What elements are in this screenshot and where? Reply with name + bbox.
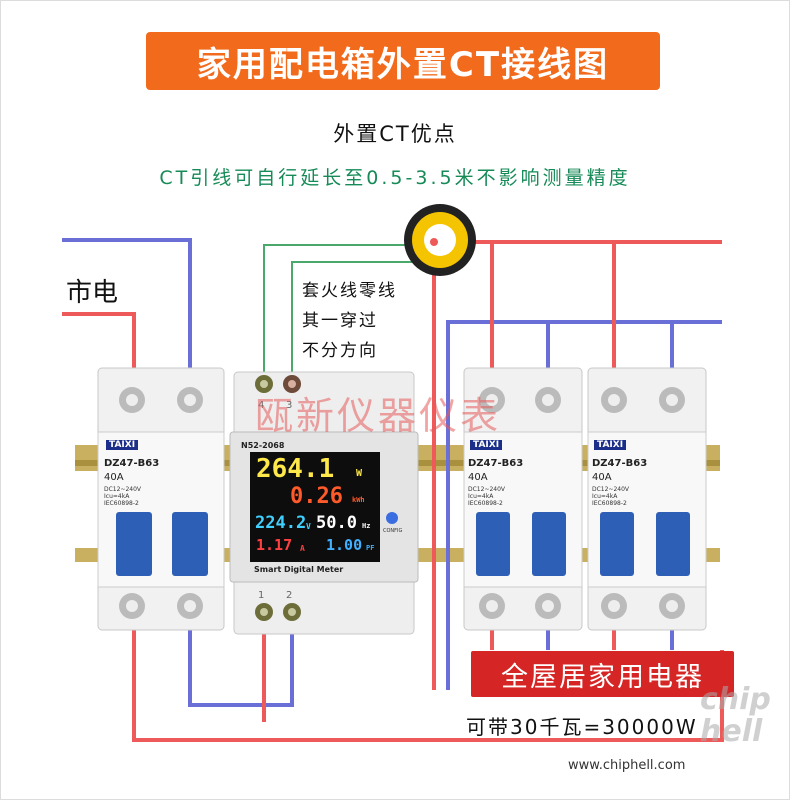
meter-footer: Smart Digital Meter bbox=[254, 565, 344, 574]
load-breaker-1-model: DZ47-B63 bbox=[468, 458, 524, 469]
site-url: www.chiphell.com bbox=[568, 758, 686, 773]
load-banner: 全屋居家用电器 bbox=[471, 651, 734, 697]
meter-energy-value: 0.26 bbox=[290, 484, 343, 509]
ct-advantage-text: CT引线可自行延长至0.5-3.5米不影响测量精度 bbox=[159, 167, 631, 189]
meter-frequency-unit: Hz bbox=[362, 522, 371, 530]
ct-note-line-1: 套火线零线 bbox=[302, 281, 397, 301]
load-breaker-2-model: DZ47-B63 bbox=[592, 458, 648, 469]
load-breaker-1-spec: DC12~240V Icu=4kA IEC60898-2 bbox=[468, 486, 506, 507]
load-breaker-2-brand: TAIXI bbox=[594, 440, 627, 450]
main-breaker-brand: TAIXI bbox=[106, 440, 139, 450]
meter-pf-unit: PF bbox=[366, 544, 375, 552]
chiphell-logo: chip hell bbox=[700, 682, 771, 749]
config-label: CONFIG bbox=[383, 528, 403, 534]
meter-terminal-2: 2 bbox=[286, 590, 293, 601]
ct-lead-b bbox=[291, 261, 412, 384]
main-breaker-model: DZ47-B63 bbox=[104, 458, 160, 469]
load-breaker-1-rating: 40A bbox=[468, 472, 488, 483]
meter-frequency-value: 50.0 bbox=[316, 513, 357, 533]
title-banner: 家用配电箱外置CT接线图 bbox=[146, 32, 660, 90]
load-breaker-2-spec: DC12~240V Icu=4kA IEC60898-2 bbox=[592, 486, 630, 507]
ct-through-wire bbox=[430, 238, 438, 246]
meter-power-value: 264.1 bbox=[256, 454, 335, 484]
ct-lead-a bbox=[263, 244, 410, 384]
meter-voltage-value: 224.2 bbox=[255, 513, 307, 533]
watermark: 瓯新仪器仪表 bbox=[255, 394, 502, 438]
load-breaker-2 bbox=[587, 367, 707, 631]
meter-energy-unit: kWh bbox=[352, 496, 365, 504]
smart-meter bbox=[229, 371, 419, 635]
diagram-title: 家用配电箱外置CT接线图 bbox=[196, 44, 610, 85]
ct-note-line-3: 不分方向 bbox=[302, 341, 378, 361]
config-button-dot bbox=[386, 512, 398, 524]
main-breaker-rating: 40A bbox=[104, 472, 124, 483]
load-breaker-1-brand: TAIXI bbox=[470, 440, 503, 450]
load-label: 全屋居家用电器 bbox=[501, 661, 704, 693]
capacity-text: 可带30千瓦=30000W bbox=[466, 715, 698, 739]
meter-neutral-in-wire bbox=[188, 610, 294, 707]
mains-label: 市电 bbox=[66, 278, 119, 308]
ct-note-line-2: 其一穿过 bbox=[302, 311, 378, 331]
mains-live-wire bbox=[62, 312, 136, 390]
meter-voltage-unit: V bbox=[306, 522, 311, 531]
main-breaker-spec: DC12~240V Icu=4kA IEC60898-2 bbox=[104, 486, 142, 507]
load-breaker-2-rating: 40A bbox=[592, 472, 612, 483]
meter-model: N52-2068 bbox=[241, 441, 285, 450]
ct-advantage-heading: 外置CT优点 bbox=[333, 122, 457, 146]
meter-power-unit: W bbox=[356, 468, 363, 479]
meter-pf-value: 1.00 bbox=[326, 536, 363, 554]
meter-lcd bbox=[250, 452, 380, 562]
neutral-branch-wire bbox=[446, 320, 722, 690]
meter-terminal-3: 3 bbox=[286, 400, 293, 411]
meter-current-unit: A bbox=[300, 544, 305, 553]
meter-terminal-1: 1 bbox=[258, 590, 265, 601]
meter-terminal-4: 4 bbox=[258, 400, 265, 411]
mains-neutral-wire bbox=[62, 238, 192, 390]
meter-current-value: 1.17 bbox=[256, 536, 293, 554]
load-breaker-1 bbox=[463, 367, 583, 631]
main-breaker bbox=[97, 367, 225, 631]
ct-sensor-hole bbox=[424, 224, 456, 256]
